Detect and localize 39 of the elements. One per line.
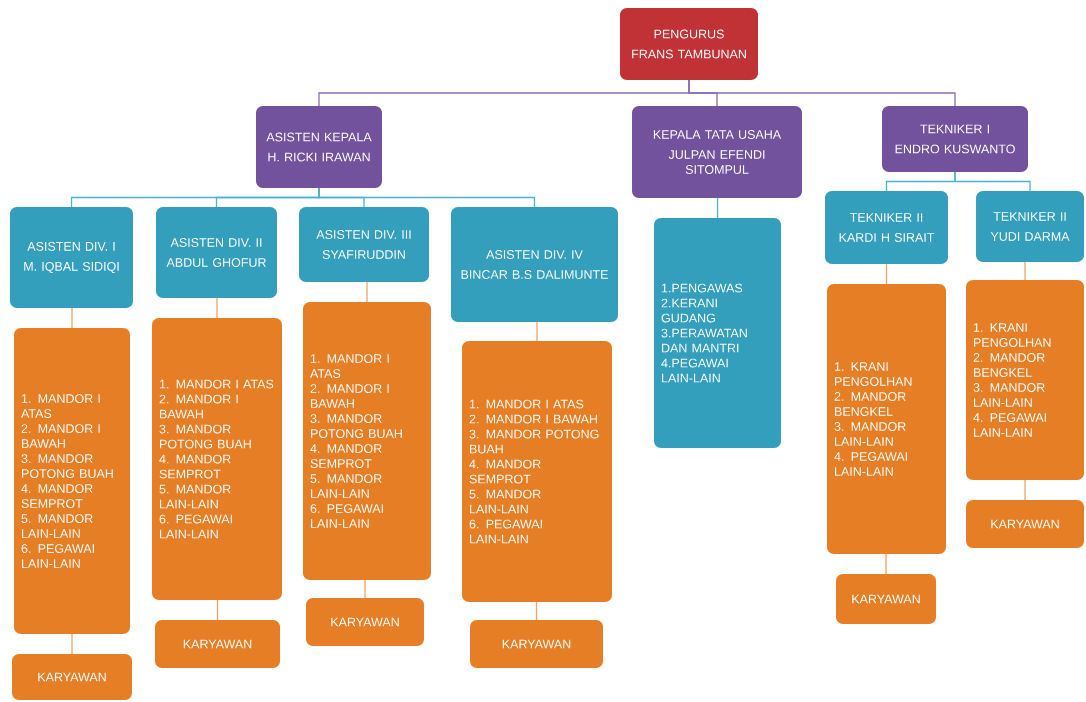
staff-box: KARYAWAN xyxy=(966,500,1084,548)
division-box: 1.PENGAWAS 2.KERANI GUDANG 3.PERAWATAN DAN MANTRI 4.PEGAWAI LAIN-LAIN xyxy=(654,218,781,448)
connector-line xyxy=(1024,261,1026,281)
division-box: TEKNIKER II YUDI DARMA xyxy=(976,191,1084,262)
manager-box: ASISTEN KEPALA H. RICKI IRAWAN xyxy=(256,106,382,188)
division-box: ASISTEN DIV. IV BINCAR B.S DALIMUNTE xyxy=(451,207,618,322)
staff-box: KARYAWAN xyxy=(306,598,424,646)
connector-line xyxy=(366,281,368,303)
connector-line xyxy=(1024,479,1026,501)
connector-line xyxy=(885,263,888,285)
manager-box: TEKNIKER I ENDRO KUSWANTO xyxy=(882,106,1028,172)
connector-line xyxy=(71,633,73,655)
head-box: PENGURUS FRANS TAMBUNAN xyxy=(620,8,758,80)
connector-line xyxy=(716,197,719,219)
staff-box: 1. MANDOR I ATAS 2. MANDOR I BAWAH 3. MANDOR POTONG BUAH 4. MANDOR SEMPROT 5. MANDOR LAIN-LAIN 6. PEGAWAI LAIN-LAIN xyxy=(152,318,282,600)
manager-box: KEPALA TATA USAHA JULPAN EFENDI SITOMPUL xyxy=(632,106,802,198)
connector-line xyxy=(318,187,536,208)
division-box: ASISTEN DIV. III SYAFIRUDDIN xyxy=(299,207,429,282)
division-box: ASISTEN DIV. II ABDUL GHOFUR xyxy=(156,207,277,298)
staff-box: KARYAWAN xyxy=(470,620,603,668)
connector-line xyxy=(535,601,538,621)
connector-line xyxy=(216,599,219,621)
connector-line xyxy=(71,307,73,329)
staff-box: KARYAWAN xyxy=(12,654,132,700)
staff-box: KARYAWAN xyxy=(155,620,280,668)
staff-box: KARYAWAN xyxy=(836,574,936,624)
staff-box: 1. MANDOR I ATAS 2. MANDOR I BAWAH 3. MANDOR POTONG BUAH 4. MANDOR SEMPROT 5. MANDOR LAIN-LAIN 6. PEGAWAI LAIN-LAIN xyxy=(14,328,130,634)
division-box: ASISTEN DIV. I M. IQBAL SIDIQI xyxy=(10,207,133,308)
staff-box: 1. KRANI PENGOLHAN 2. MANDOR BENGKEL 3. MANDOR LAIN-LAIN 4. PEGAWAI LAIN-LAIN xyxy=(966,280,1084,480)
connector-line xyxy=(364,579,366,599)
connector-line xyxy=(688,79,956,107)
staff-box: 1. MANDOR I ATAS 2. MANDOR I BAWAH 3. MANDOR POTONG BUAH 4. MANDOR SEMPROT 5. MANDOR LAIN-LAIN 6. PEGAWAI LAIN-LAIN xyxy=(303,302,431,580)
staff-box: 1. MANDOR I ATAS 2. MANDOR I BAWAH 3. MANDOR POTONG BUAH 4. MANDOR SEMPROT 5. MANDOR LAIN-LAIN 6. PEGAWAI LAIN-LAIN xyxy=(462,341,612,602)
connector-line xyxy=(536,321,538,342)
division-box: TEKNIKER II KARDI H SIRAIT xyxy=(825,191,948,264)
connector-line xyxy=(885,553,887,575)
connector-line xyxy=(954,171,1031,192)
staff-box: 1. KRANI PENGOLHAN 2. MANDOR BENGKEL 3. MANDOR LAIN-LAIN 4. PEGAWAI LAIN-LAIN xyxy=(827,284,946,554)
connector-line xyxy=(216,297,218,319)
